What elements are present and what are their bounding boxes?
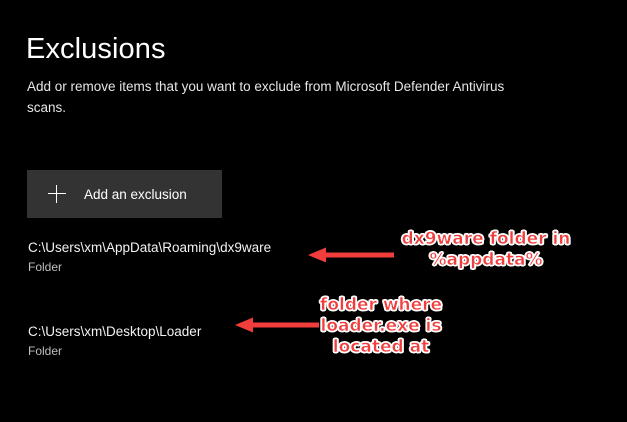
exclusion-list-item[interactable]: C:\Users\xm\AppData\Roaming\dx9ware Fold… [0,238,627,276]
exclusion-path: C:\Users\xm\AppData\Roaming\dx9ware [28,240,272,255]
plus-icon [42,179,72,209]
exclusion-type: Folder [28,260,63,274]
exclusion-list: C:\Users\xm\AppData\Roaming\dx9ware Fold… [0,238,627,406]
exclusion-type: Folder [28,344,63,358]
page-title: Exclusions [26,33,166,66]
exclusion-list-item[interactable]: C:\Users\xm\Desktop\Loader Folder [0,322,627,360]
exclusion-path: C:\Users\xm\Desktop\Loader [28,324,202,339]
add-an-exclusion-label: Add an exclusion [84,186,187,202]
add-an-exclusion-button[interactable]: Add an exclusion [27,170,222,218]
page-description: Add or remove items that you want to exc… [27,78,505,115]
